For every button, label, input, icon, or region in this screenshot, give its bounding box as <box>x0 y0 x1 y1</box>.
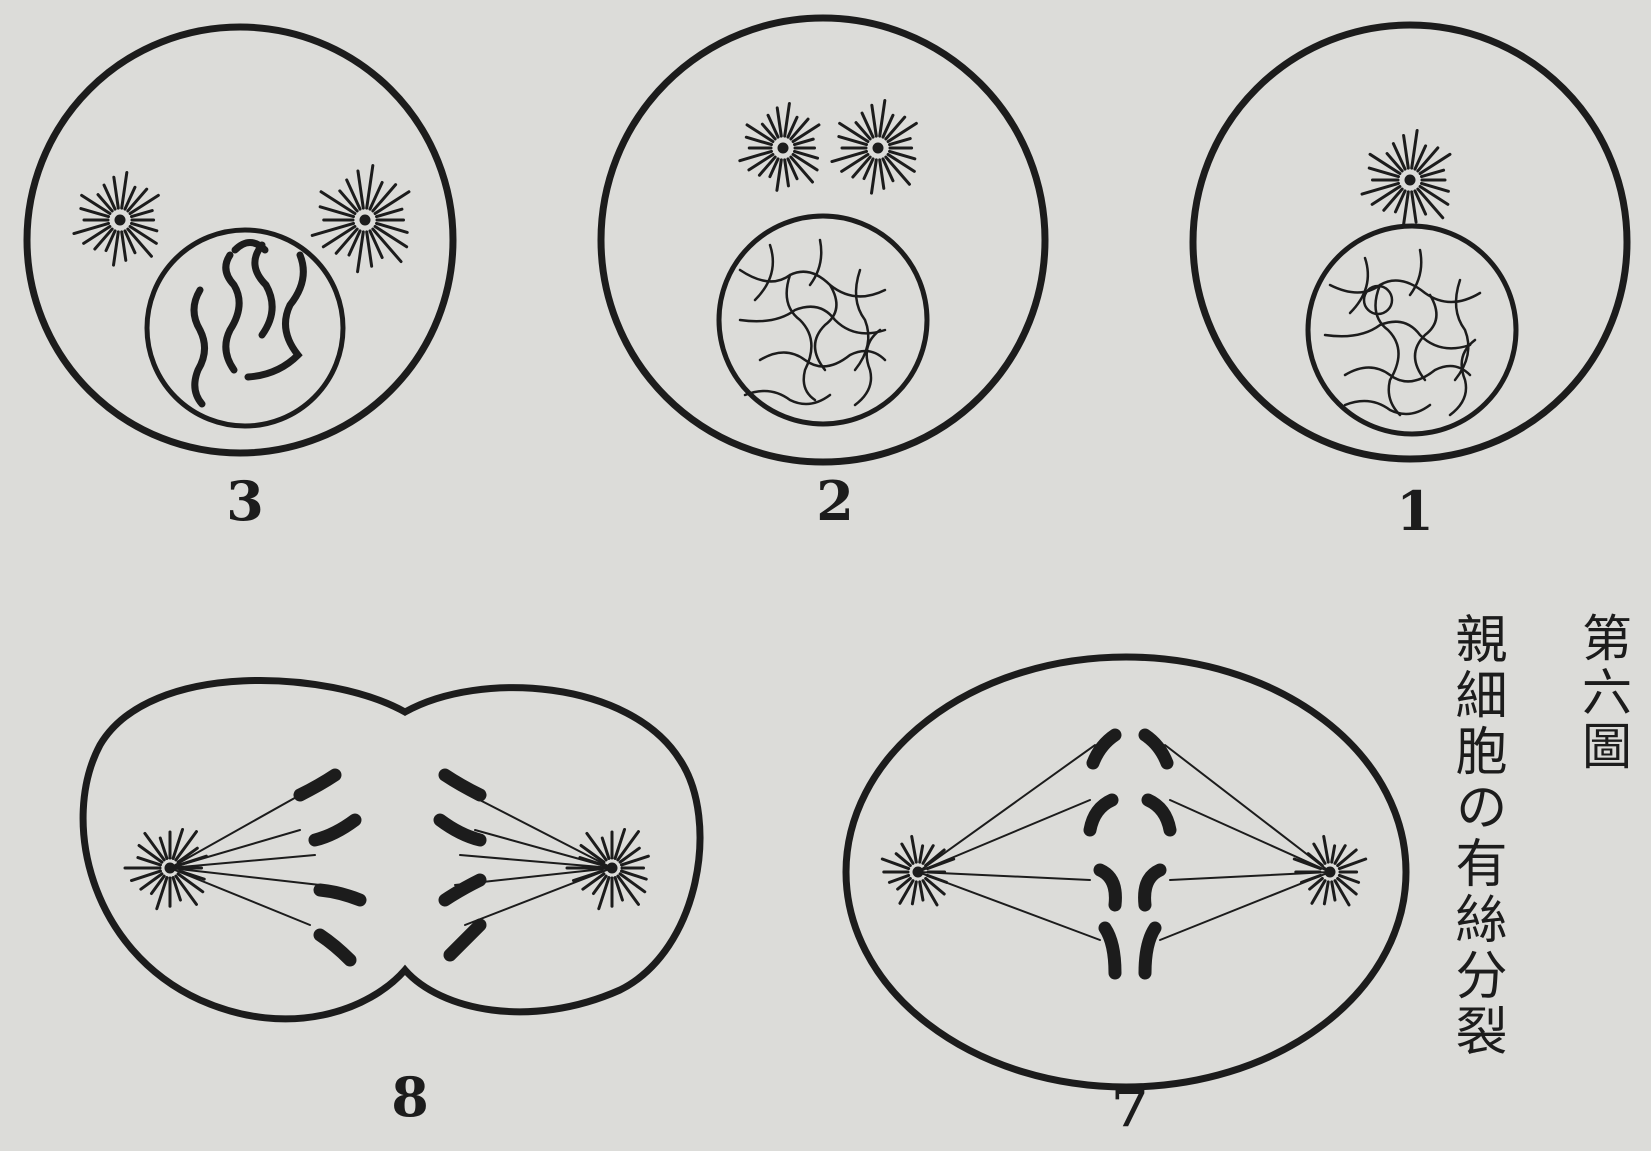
nucleus-network <box>740 240 885 405</box>
aster-ray <box>114 232 119 265</box>
aster-right <box>1294 836 1365 904</box>
stage-label-8: 8 <box>370 1070 450 1124</box>
aster-left <box>74 172 158 265</box>
figure-title: 第六圖 <box>1578 612 1628 774</box>
centriole <box>361 216 369 224</box>
aster-ray <box>912 836 917 862</box>
figure-caption: 親細胞の有絲分裂 <box>1450 612 1502 1060</box>
aster-ray <box>920 882 923 900</box>
cell-membrane <box>601 18 1045 462</box>
aster-ray <box>777 160 781 190</box>
aster-ray <box>777 108 781 136</box>
aster-ray <box>785 103 790 136</box>
aster-ray <box>1324 882 1328 904</box>
aster-ray <box>122 232 126 261</box>
aster-ray <box>1412 131 1417 169</box>
aster-ray <box>1404 135 1409 168</box>
aster-ray <box>114 177 118 208</box>
aster-left <box>882 836 953 904</box>
centriole <box>116 216 124 224</box>
aster-ray <box>1332 882 1335 900</box>
aster-left <box>740 103 819 190</box>
centriole <box>1406 176 1414 184</box>
aster-ray <box>912 882 916 904</box>
centriole <box>779 144 787 152</box>
aster-ray <box>1324 836 1329 862</box>
cell-stage-3 <box>27 27 453 453</box>
cell-membrane <box>1193 25 1627 459</box>
cell-stage-8 <box>83 680 700 1018</box>
chromosomes <box>1090 735 1170 973</box>
stage-label-7: 7 <box>1090 1080 1170 1134</box>
cell-stage-1 <box>1193 25 1627 459</box>
aster-ray <box>312 223 353 235</box>
nucleus-network <box>1325 250 1480 415</box>
aster-left <box>125 829 206 908</box>
chromosomes <box>300 775 480 960</box>
stage-label-3: 3 <box>205 474 285 528</box>
spindle-fibers <box>918 745 1330 940</box>
centriole <box>874 144 882 152</box>
spindle-fibers <box>170 795 612 925</box>
chromosomes <box>194 243 303 405</box>
aster-ray <box>785 160 789 186</box>
aster-ray <box>358 171 363 208</box>
aster-ray <box>1332 846 1335 862</box>
aster-ray <box>367 232 372 266</box>
cell-stage-2 <box>601 18 1045 462</box>
aster-ray <box>920 846 923 862</box>
aster-right <box>832 100 916 193</box>
aster-ray <box>1412 192 1416 222</box>
aster-ray <box>880 160 884 189</box>
stage-label-1: 1 <box>1375 484 1455 538</box>
aster-top <box>1362 131 1450 228</box>
nucleus <box>1308 226 1516 434</box>
nucleus <box>147 230 343 426</box>
stage-label-2: 2 <box>795 474 875 528</box>
aster-ray <box>1403 192 1408 227</box>
aster-right <box>312 166 409 272</box>
aster-ray <box>872 105 876 136</box>
aster-ray <box>122 172 127 208</box>
aster-ray <box>880 100 885 136</box>
aster-ray <box>872 160 877 193</box>
cell-stage-7 <box>846 657 1406 1087</box>
